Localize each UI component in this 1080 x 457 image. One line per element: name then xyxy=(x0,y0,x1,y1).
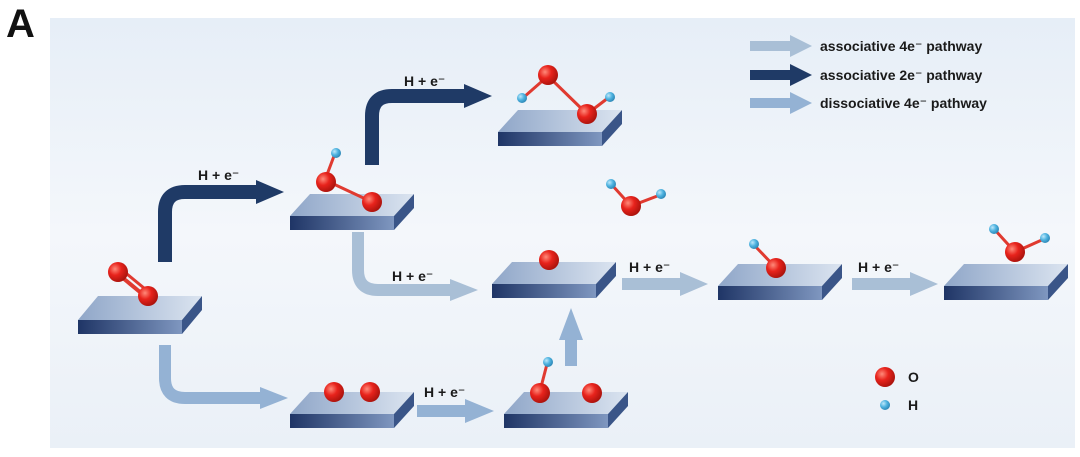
molecule-2o-adsorbed xyxy=(324,382,380,402)
molecule-h2o-free xyxy=(606,179,666,216)
hydrogen-atom xyxy=(606,179,616,189)
step-label-5: H + e⁻ xyxy=(629,259,670,275)
hydrogen-atom xyxy=(543,357,553,367)
arrow-assoc2-step2 xyxy=(365,84,492,165)
molecule-o-adsorbed xyxy=(539,250,559,270)
slab-h2o xyxy=(944,264,1068,300)
oxygen-atom xyxy=(362,192,382,212)
legend-dissoc4: dissociative 4e⁻ pathway xyxy=(750,92,987,114)
legend-hydrogen-icon xyxy=(880,400,890,410)
oxygen-atom xyxy=(621,196,641,216)
slab-ooh xyxy=(290,194,414,230)
oxygen-atom xyxy=(1005,242,1025,262)
hydrogen-atom xyxy=(989,224,999,234)
step-label-6: H + e⁻ xyxy=(858,259,899,275)
legend-assoc4: associative 4e⁻ pathway xyxy=(750,35,982,57)
oxygen-atom xyxy=(582,383,602,403)
oxygen-atom xyxy=(530,383,550,403)
arrow-dissoc4-up xyxy=(559,308,583,366)
oxygen-atom xyxy=(316,172,336,192)
molecule-ooh xyxy=(316,148,382,212)
legend-assoc4-label: associative 4e⁻ pathway xyxy=(820,38,982,54)
oxygen-atom xyxy=(577,104,597,124)
molecule-h2o2 xyxy=(517,65,615,124)
hydrogen-atom xyxy=(331,148,341,158)
panel-letter: A xyxy=(6,2,35,46)
slab-2o xyxy=(290,392,414,428)
oxygen-atom xyxy=(539,250,559,270)
slab-o2-adsorbed xyxy=(78,296,202,334)
hydrogen-atom xyxy=(749,239,759,249)
hydrogen-atom xyxy=(1040,233,1050,243)
step-label-3: H + e⁻ xyxy=(392,268,433,284)
arrow-assoc4-step2 xyxy=(352,232,478,301)
legend-dissoc4-label: dissociative 4e⁻ pathway xyxy=(820,95,987,111)
slab-o-oh xyxy=(504,392,628,428)
pathway-legend: associative 4e⁻ pathway associative 2e⁻ … xyxy=(750,35,987,114)
slab-o xyxy=(492,262,616,298)
step-label-1: H + e⁻ xyxy=(198,167,239,183)
hydrogen-atom xyxy=(605,92,615,102)
hydrogen-atom xyxy=(517,93,527,103)
legend-hydrogen-label: H xyxy=(908,397,918,413)
arrow-dissoc4-step2 xyxy=(417,399,494,423)
oxygen-atom xyxy=(138,286,158,306)
legend-assoc2-label: associative 2e⁻ pathway xyxy=(820,67,982,83)
oxygen-atom xyxy=(324,382,344,402)
legend-assoc2: associative 2e⁻ pathway xyxy=(750,64,982,86)
oxygen-atom xyxy=(108,262,128,282)
arrow-assoc2-step1 xyxy=(158,180,284,262)
arrow-assoc4-step3 xyxy=(622,272,708,296)
molecule-h2o-adsorbed xyxy=(989,224,1050,262)
molecule-o2 xyxy=(108,262,158,306)
oxygen-atom xyxy=(360,382,380,402)
arrow-dissoc4-step1 xyxy=(159,345,288,409)
hydrogen-atom xyxy=(656,189,666,199)
legend-oxygen-icon xyxy=(875,367,895,387)
step-label-2: H + e⁻ xyxy=(404,73,445,89)
oxygen-atom xyxy=(766,258,786,278)
molecule-oh-adsorbed xyxy=(749,239,786,278)
oxygen-atom xyxy=(538,65,558,85)
slab-h2o2 xyxy=(498,110,622,146)
legend-oxygen-label: O xyxy=(908,369,919,385)
step-label-4: H + e⁻ xyxy=(424,384,465,400)
arrow-assoc4-step4 xyxy=(852,272,938,296)
atom-legend: O H xyxy=(875,367,919,413)
molecule-o-oh-adsorbed xyxy=(530,357,602,403)
